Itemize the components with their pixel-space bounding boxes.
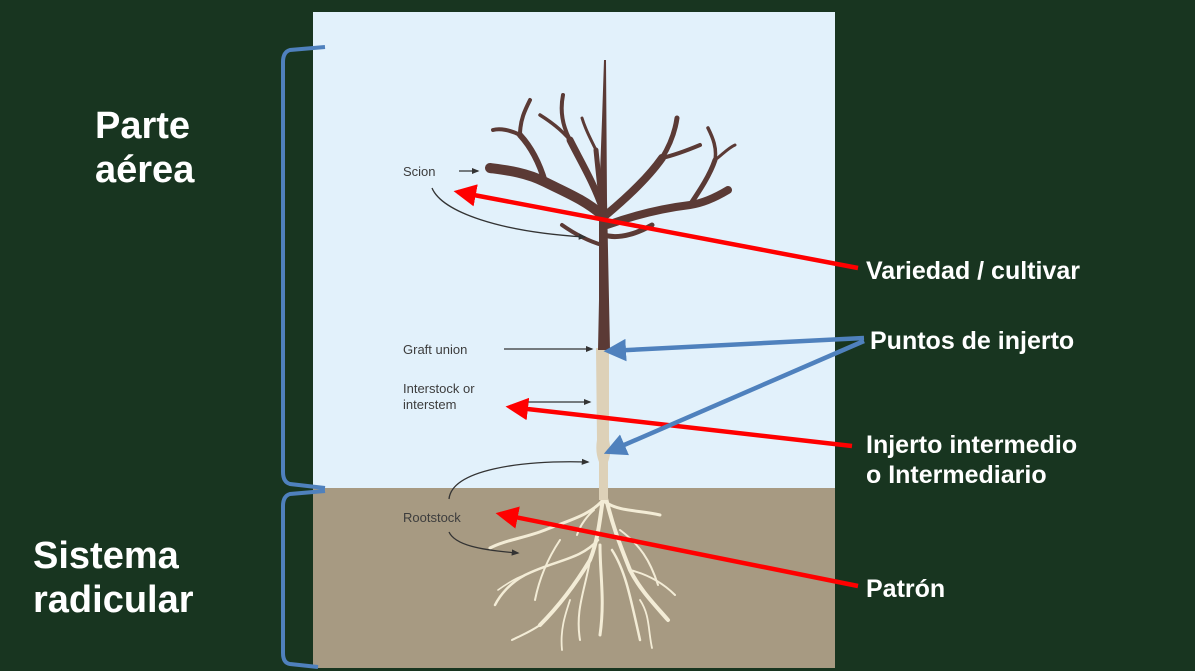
red-callout-arrows (458, 192, 858, 586)
aerial-bracket (283, 47, 325, 488)
aerial-part-label: Parte aérea (95, 104, 194, 192)
scion-label: Scion (403, 164, 436, 180)
root-system-label: Sistema radicular (33, 534, 194, 622)
graft-point-arrow-upper (608, 338, 864, 351)
rootstock-label: Rootstock (403, 510, 461, 526)
variety-callout: Variedad / cultivar (866, 256, 1080, 286)
interstock-trunk (596, 348, 610, 500)
graft-union-label: Graft union (403, 342, 467, 358)
intermediate-graft-callout: Injerto intermedio o Intermediario (866, 430, 1077, 490)
root-system (490, 490, 675, 650)
intermediate-arrow (510, 407, 852, 446)
region-brackets (283, 47, 325, 667)
graft-points-callout: Puntos de injerto (870, 326, 1074, 356)
root-bracket (283, 491, 325, 667)
interstock-label: Interstock or interstem (403, 381, 475, 413)
graft-point-arrow-lower (608, 341, 864, 452)
variety-arrow (458, 192, 858, 268)
pattern-callout: Patrón (866, 574, 945, 604)
